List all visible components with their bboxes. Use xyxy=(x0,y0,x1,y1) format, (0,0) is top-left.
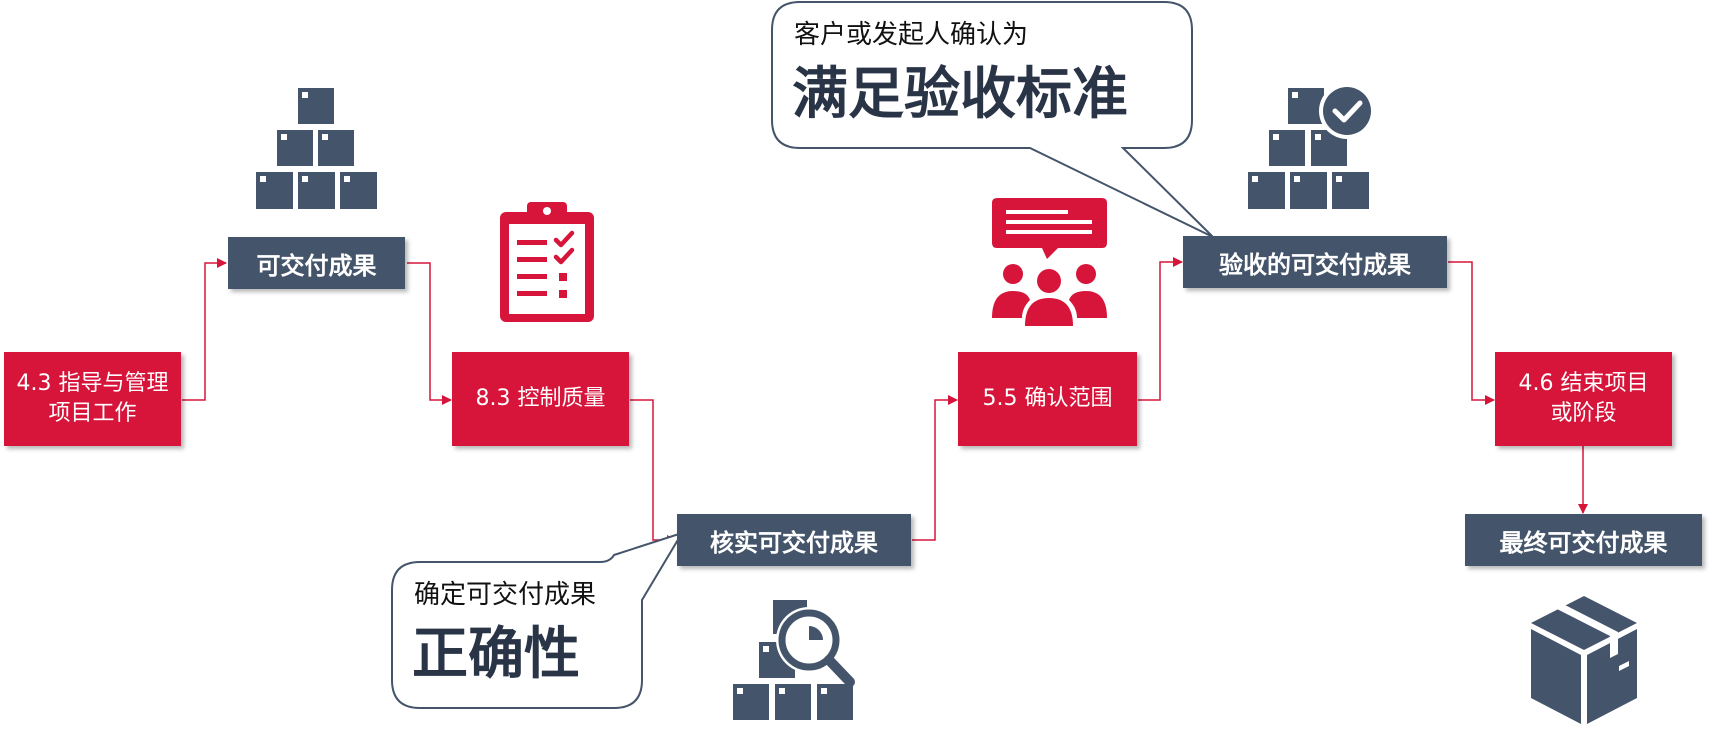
process-control-quality: 8.3 控制质量 xyxy=(452,352,629,446)
connector-2 xyxy=(407,262,452,405)
package-box-icon xyxy=(1531,596,1637,724)
connector-4 xyxy=(912,395,958,541)
connector-5 xyxy=(1138,257,1183,401)
connector-6 xyxy=(1448,261,1495,405)
callout-bubble-correctness xyxy=(391,531,685,709)
process-validate-scope-label: 5.5 确认范围 xyxy=(982,386,1113,411)
artifact-final-deliverables: 最终可交付成果 xyxy=(1465,514,1702,566)
artifact-accepted-deliverables: 验收的可交付成果 xyxy=(1183,236,1447,288)
boxes-magnifier-icon xyxy=(733,600,855,720)
artifact-verified-deliverables-label: 核实可交付成果 xyxy=(710,528,878,557)
process-close-project: 4.6 结束项目或阶段 xyxy=(1495,352,1672,446)
process-validate-scope: 5.5 确认范围 xyxy=(958,352,1137,446)
artifact-accepted-deliverables-label: 验收的可交付成果 xyxy=(1219,250,1411,279)
artifact-verified-deliverables: 核实可交付成果 xyxy=(677,514,911,566)
callout-correctness-big: 正确性 xyxy=(412,622,580,687)
process-close-project-label: 4.6 结束项目或阶段 xyxy=(1518,371,1649,426)
process-direct-manage-label: 4.3 指导与管理项目工作 xyxy=(16,371,169,426)
callout-acceptance-big: 满足验收标准 xyxy=(792,62,1128,127)
clipboard-checklist-icon xyxy=(500,202,594,322)
artifact-deliverables: 可交付成果 xyxy=(228,237,405,289)
boxes-checkmark-icon xyxy=(1248,86,1372,209)
connector-1 xyxy=(182,258,227,401)
callout-acceptance-small: 客户或发起人确认为 xyxy=(794,20,1029,50)
callout-bubble-acceptance xyxy=(771,1,1214,238)
boxes-pyramid-icon xyxy=(256,88,377,209)
artifact-final-deliverables-label: 最终可交付成果 xyxy=(1499,528,1668,557)
process-direct-manage: 4.3 指导与管理项目工作 xyxy=(4,352,181,446)
callout-correctness-small: 确定可交付成果 xyxy=(414,580,597,610)
meeting-presentation-icon xyxy=(992,198,1107,326)
artifact-deliverables-label: 可交付成果 xyxy=(256,251,377,280)
process-control-quality-label: 8.3 控制质量 xyxy=(475,386,606,411)
